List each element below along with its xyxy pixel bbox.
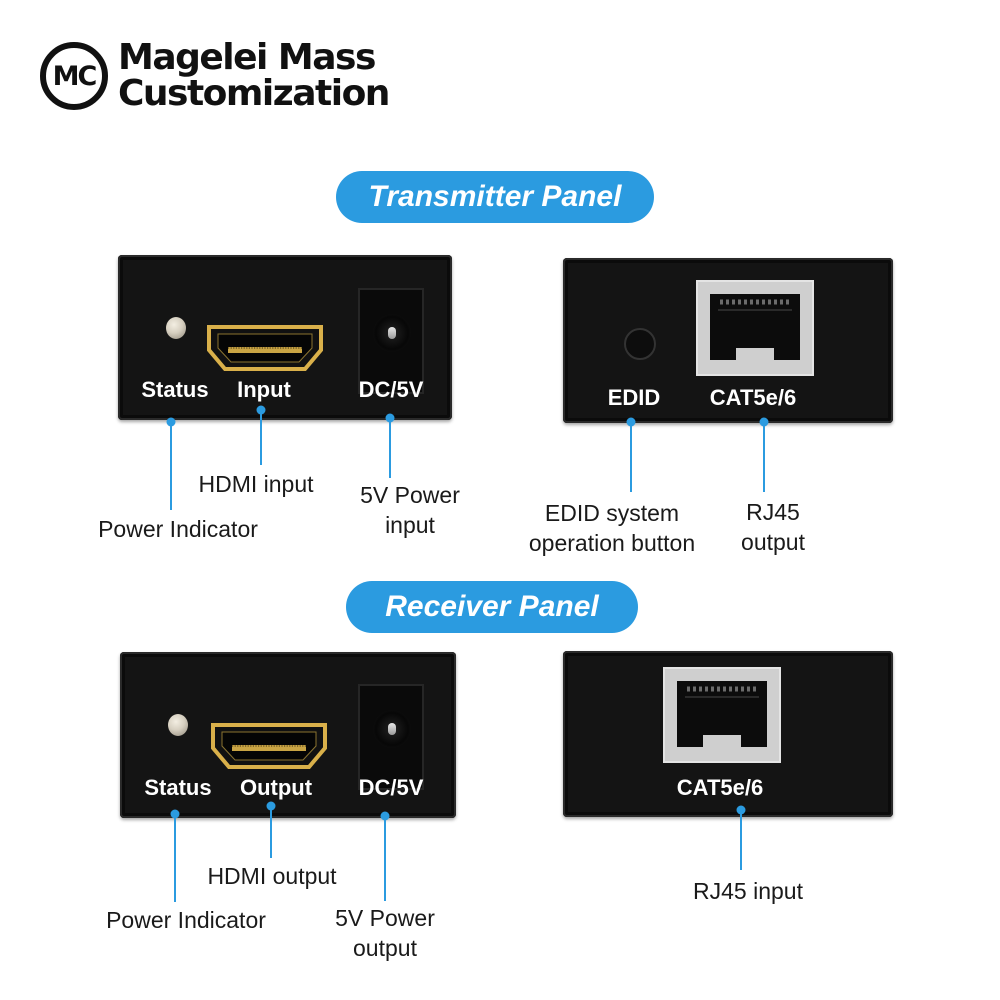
- dc-jack-icon: [358, 288, 424, 394]
- power-indicator-callout: Power Indicator: [106, 907, 266, 933]
- status-led-icon: [166, 317, 186, 339]
- rj45-port-icon: [663, 667, 781, 763]
- cat5e6-label: CAT5e/6: [709, 385, 797, 410]
- transmitter-front-panel: Status Input DC/5V: [118, 255, 452, 420]
- status-label: Status: [144, 775, 212, 800]
- hdmi-output-label: Output: [239, 775, 313, 800]
- hdmi-port-icon: [206, 324, 324, 372]
- brand-name: Magelei Mass Customization: [118, 37, 390, 114]
- brand-name-line2: Customization: [118, 73, 390, 114]
- mc-logo: MC: [40, 42, 108, 110]
- logo-text: MC: [52, 60, 98, 92]
- dc-power-label: DC/5V: [358, 775, 424, 800]
- edid-button-callout: EDID system operation button: [528, 500, 696, 556]
- status-led-icon: [168, 714, 188, 736]
- dc-jack-icon: [358, 684, 424, 790]
- hdmi-port-icon: [210, 722, 328, 770]
- rj45-input-callout: RJ45 input: [693, 878, 803, 904]
- hdmi-output-callout: HDMI output: [207, 863, 337, 889]
- brand-name-line1: Magelei Mass: [118, 37, 376, 78]
- rj45-port-icon: [696, 280, 814, 376]
- receiver-back-panel: CAT5e/6: [563, 651, 893, 817]
- edid-button-icon: [624, 328, 656, 360]
- hdmi-input-label: Input: [237, 377, 291, 402]
- receiver-front-panel: Status Output DC/5V: [120, 652, 456, 818]
- status-label: Status: [141, 377, 209, 402]
- rj45-output-callout: RJ45 output: [741, 499, 805, 555]
- transmitter-back-panel: EDID CAT5e/6: [563, 258, 893, 423]
- dc-power-label: DC/5V: [358, 377, 424, 402]
- edid-label: EDID: [607, 385, 661, 410]
- transmitter-panel-title: Transmitter Panel: [336, 171, 654, 223]
- hdmi-input-callout: HDMI input: [198, 471, 314, 497]
- power-input-callout: 5V Power input: [360, 482, 460, 538]
- cat5e6-label: CAT5e/6: [676, 775, 764, 800]
- receiver-panel-title: Receiver Panel: [346, 581, 638, 633]
- power-output-callout: 5V Power output: [335, 905, 435, 961]
- power-indicator-callout: Power Indicator: [98, 516, 258, 542]
